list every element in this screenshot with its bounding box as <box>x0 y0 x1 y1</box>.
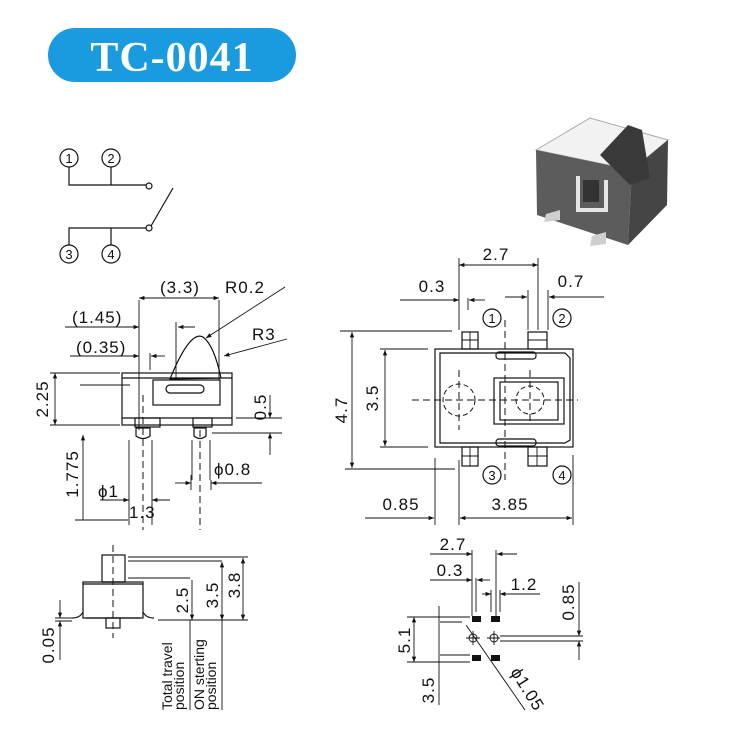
front-view: 2.5 3.5 3.8 0.05 Total travel position O… <box>39 545 248 710</box>
switch-schematic: 1 2 3 4 <box>59 148 174 264</box>
dim-5.1: 5.1 <box>395 627 414 654</box>
dim-2.5: 2.5 <box>173 587 192 614</box>
dim-0.7: 0.7 <box>558 272 585 291</box>
dim-0.05: 0.05 <box>39 626 58 663</box>
solder-pad <box>461 331 479 350</box>
dim-0.5: 0.5 <box>251 394 270 421</box>
pin-label: 2 <box>107 151 114 166</box>
pin-label: 3 <box>488 468 495 483</box>
dim-3.3: (3.3) <box>160 278 200 297</box>
dim-r3: R3 <box>252 325 276 344</box>
dim-0.35: (0.35) <box>76 338 126 357</box>
title-badge: TC-0041 <box>48 28 296 82</box>
dim-3.85: 3.85 <box>491 495 528 514</box>
total-travel-label-2: position <box>171 662 187 710</box>
pin-label: 2 <box>558 311 565 326</box>
dim-1.45: (1.45) <box>72 308 122 327</box>
pcb-footprint: 2.7 0.3 1.2 0.85 5.1 3.5 ϕ1.05 <box>395 535 583 714</box>
pin-label: 1 <box>488 311 495 326</box>
solder-pad <box>527 331 548 350</box>
dim-phi1: ϕ1 <box>98 482 119 501</box>
dim-phi1.05: ϕ1.05 <box>507 664 548 714</box>
on-starting-label: ON sterting <box>191 639 207 710</box>
dim-4.7: 4.7 <box>332 397 351 424</box>
total-travel-label: Total travel <box>159 642 175 710</box>
solder-pad <box>527 446 548 467</box>
pin-label: 4 <box>107 247 114 262</box>
dim-2.7: 2.7 <box>440 535 467 554</box>
dim-0.85: 0.85 <box>382 495 419 514</box>
dim-3.5: 3.5 <box>419 677 438 704</box>
dim-0.3: 0.3 <box>419 277 446 296</box>
side-view: (3.3) R0.2 (1.45) R3 (0.35) 2.25 0.5 1.7… <box>33 278 288 530</box>
dim-r0.2: R0.2 <box>225 278 265 297</box>
dim-3.8: 3.8 <box>225 572 244 599</box>
dim-0.3: 0.3 <box>437 561 464 580</box>
top-view: 1 2 3 4 2.7 0.3 0.7 4.7 3.5 0.85 3.85 <box>332 245 604 525</box>
product-photo <box>534 117 670 246</box>
dim-1.775: 1.775 <box>63 450 82 498</box>
dim-1.2: 1.2 <box>511 575 538 594</box>
dim-phi0.8: ϕ0.8 <box>214 460 251 479</box>
dim-1.3: 1.3 <box>129 503 156 522</box>
solder-pad <box>461 446 479 467</box>
dim-2.7: 2.7 <box>483 245 510 264</box>
pin-label: 4 <box>558 468 565 483</box>
dim-3.5: 3.5 <box>203 582 222 609</box>
dim-0.85: 0.85 <box>559 583 578 620</box>
pin-label: 3 <box>65 247 72 262</box>
model-title: TC-0041 <box>90 35 253 81</box>
dim-3.5: 3.5 <box>363 385 382 412</box>
on-starting-label-2: position <box>203 662 219 710</box>
dim-2.25: 2.25 <box>33 380 52 417</box>
pin-label: 1 <box>65 151 72 166</box>
